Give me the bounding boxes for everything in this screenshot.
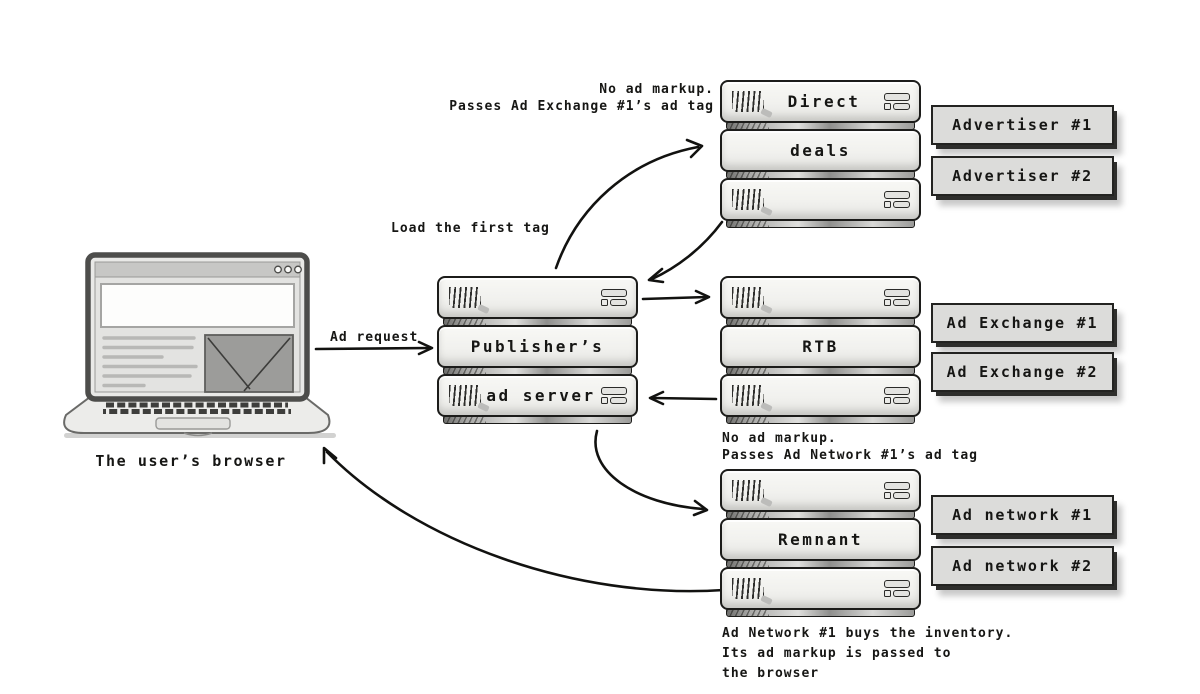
server-vents-icon — [732, 287, 764, 308]
server-unit-label: Publisher’s — [470, 337, 605, 356]
server-vents-icon — [732, 385, 764, 406]
remnant-to-browser-arrow — [322, 446, 726, 593]
server-vents-icon — [732, 189, 764, 210]
annotation-no-markup-exchange: No ad markup. Passes Ad Exchange #1’s ad… — [430, 81, 714, 115]
server-lights-icon — [601, 387, 627, 404]
annotation-line: No ad markup. — [722, 431, 837, 446]
server-vents-icon — [732, 91, 764, 112]
window-button-icon — [294, 265, 302, 274]
annotation-no-markup-network: No ad markup. Passes Ad Network #1’s ad … — [722, 430, 978, 464]
page-banner-placeholder — [100, 283, 295, 328]
server-vents-icon — [732, 578, 764, 599]
server-lights-icon — [884, 93, 910, 110]
server-unit — [720, 374, 921, 417]
ad-network-2-box: Ad network #2 — [931, 546, 1114, 586]
annotation-line: Passes Ad Exchange #1’s ad tag — [449, 99, 714, 114]
server-lights-icon — [884, 191, 910, 208]
browser-chrome — [94, 261, 302, 278]
user-browser-laptop — [48, 245, 348, 485]
server-unit: Publisher’s — [437, 325, 638, 368]
ad-exchange-2-box: Ad Exchange #2 — [931, 352, 1114, 392]
browser-caption: The user’s browser — [95, 452, 287, 470]
annotation-line: No ad markup. — [599, 82, 714, 97]
server-unit — [720, 567, 921, 610]
advertiser-2-box: Advertiser #2 — [931, 156, 1114, 196]
window-button-icon — [274, 265, 282, 274]
annotation-network-buys: Ad Network #1 buys the inventory. Its ad… — [722, 624, 1013, 684]
trackpad — [155, 417, 231, 430]
server-unit-label: Direct — [787, 92, 861, 111]
server-unit — [720, 276, 921, 319]
annotation-ad-request: Ad request — [330, 330, 419, 345]
server-unit: ad server — [437, 374, 638, 417]
server-lights-icon — [884, 482, 910, 499]
rtb-stack: RTB — [720, 276, 921, 424]
server-unit: RTB — [720, 325, 921, 368]
ad-request-arrow — [314, 340, 434, 356]
keyboard — [103, 402, 291, 414]
server-vents-icon — [449, 287, 481, 308]
ad-exchange-1-box: Ad Exchange #1 — [931, 303, 1114, 343]
server-unit-label: Remnant — [778, 530, 863, 549]
remnant-stack: Remnant — [720, 469, 921, 617]
ad-network-1-box: Ad network #1 — [931, 495, 1114, 535]
publisher-to-remnant-arrow — [594, 429, 709, 517]
server-lights-icon — [884, 289, 910, 306]
server-lights-icon — [601, 289, 627, 306]
server-unit — [720, 178, 921, 221]
laptop-screen — [85, 252, 310, 402]
server-unit: Remnant — [720, 518, 921, 561]
page-text-placeholder — [102, 336, 198, 388]
publisher-to-rtb-arrow — [641, 289, 711, 305]
server-unit — [437, 276, 638, 319]
direct-deals-return-arrow — [647, 220, 724, 284]
server-unit: deals — [720, 129, 921, 172]
annotation-line: Passes Ad Network #1’s ad tag — [722, 448, 978, 463]
server-vents-icon — [732, 480, 764, 501]
laptop-base — [63, 396, 336, 438]
server-unit — [720, 469, 921, 512]
ad-slot-placeholder — [204, 334, 294, 393]
annotation-load-first-tag: Load the first tag — [391, 221, 550, 236]
direct-deals-stack: Direct deals — [720, 80, 921, 228]
advertiser-1-box: Advertiser #1 — [931, 105, 1114, 145]
server-unit: Direct — [720, 80, 921, 123]
annotation-line: Its ad markup is passed to — [722, 646, 952, 661]
annotation-line: the browser — [722, 666, 820, 681]
annotation-line: Ad Network #1 buys the inventory. — [722, 626, 1014, 641]
server-unit-label: deals — [790, 141, 851, 160]
load-first-tag-arrow — [554, 138, 704, 270]
server-unit-label: RTB — [802, 337, 839, 356]
server-unit-label: ad server — [486, 386, 596, 405]
publisher-ad-server-stack: Publisher’s ad server — [437, 276, 638, 424]
server-lights-icon — [884, 580, 910, 597]
server-lights-icon — [884, 387, 910, 404]
rtb-return-arrow — [648, 390, 718, 406]
window-button-icon — [284, 265, 292, 274]
server-vents-icon — [449, 385, 481, 406]
